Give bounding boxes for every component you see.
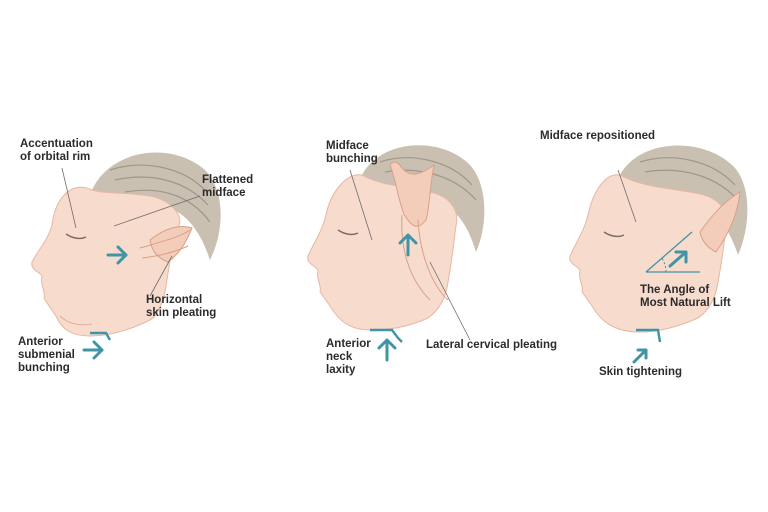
hair-3 [620,145,748,255]
label-line: Most Natural Lift [640,297,731,309]
label-line: The Angle of [640,284,710,296]
face-1 [31,187,181,337]
leader-bunching [349,169,373,241]
label-line: bunching [326,153,378,165]
arrow-diagonal-icon [632,348,648,364]
label-midface-bunching: Midface bunching [326,140,378,166]
arrow-diagonal-icon [668,250,688,268]
label-line: bunching [18,362,70,374]
face-2 [307,174,458,331]
label-line: neck [326,351,353,363]
leader-cervical [429,261,471,341]
eye-3 [603,231,625,238]
label-line: Flattened [202,174,254,186]
angle-guide [645,231,700,273]
label-skin-tightening: Skin tightening [599,366,682,379]
label-neck-laxity: Anterior neck laxity [326,338,371,377]
label-angle-natural-lift: The Angle of Most Natural Lift [640,284,731,310]
ear-pull-1 [139,229,191,259]
panel-vertical-lift [307,145,485,362]
neck-bracket-2 [370,328,403,343]
label-line: Accentuation [20,138,93,150]
arrow-up-icon [377,338,397,362]
eye-1 [65,233,87,240]
pull-lines-2 [401,214,449,301]
hair-strands-3 [639,157,739,201]
chin-shadow-1 [59,315,93,326]
label-line: Anterior [18,336,63,348]
angle-arc [661,257,667,273]
label-line: laxity [326,364,356,376]
label-lateral-cervical: Lateral cervical pleating [426,339,557,352]
hair-strands-1 [109,164,211,223]
leader-orbital [61,167,77,229]
hair-1 [92,152,221,260]
leader-midface [113,195,201,227]
neck-bracket-3 [636,328,662,343]
label-line: Horizontal [146,294,203,306]
label-orbital-rim: Accentuation of orbital rim [20,138,93,164]
skin-flap-2 [389,161,435,227]
arrow-right-icon [106,245,128,265]
leader-pleating [149,255,173,297]
label-line: submenial [18,349,75,361]
neck-bracket-1 [90,331,112,341]
arrow-up-icon [398,233,418,257]
label-line: midface [202,187,246,199]
ear-flap-3 [699,191,741,253]
panel-aging-face [31,152,221,360]
leader-repositioned [617,169,637,223]
label-line: Midface repositioned [540,130,656,142]
label-midface-repositioned: Midface repositioned [540,130,655,143]
arrow-right-icon [82,340,104,360]
label-line: Skin tightening [599,366,683,378]
label-line: skin pleating [146,307,217,319]
panel-natural-lift [569,145,748,364]
eye-2 [337,229,359,236]
label-horizontal-pleating: Horizontal skin pleating [146,294,216,320]
label-flattened-midface: Flattened midface [202,174,253,200]
label-line: Anterior [326,338,371,350]
label-line: Lateral cervical pleating [426,339,558,351]
label-line: of orbital rim [20,151,91,163]
label-submental-bunching: Anterior submenial bunching [18,336,75,375]
label-line: Midface [326,140,369,152]
